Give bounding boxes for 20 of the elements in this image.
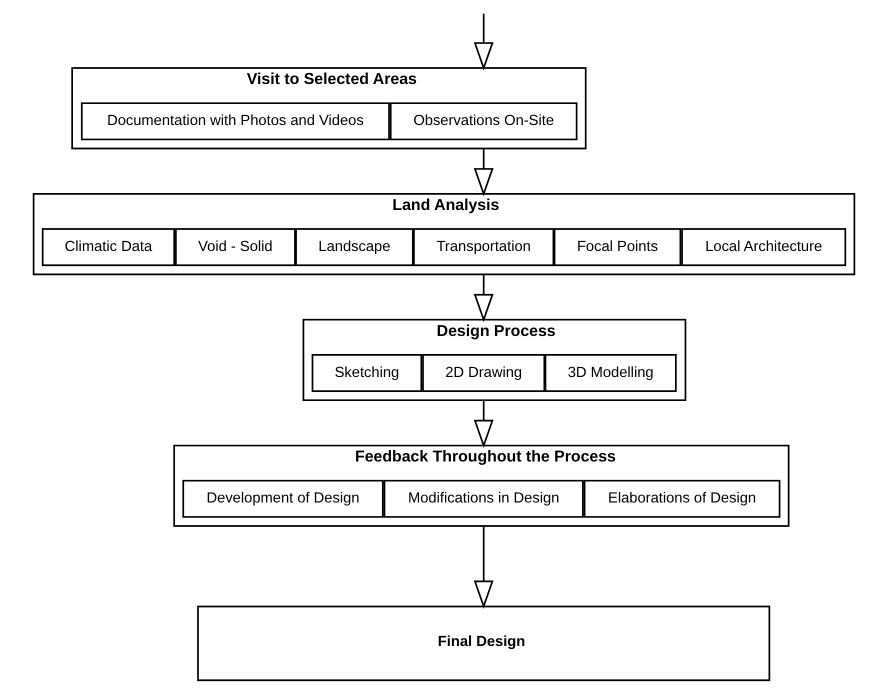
arrow bbox=[473, 400, 494, 448]
node-box: Focal Points bbox=[553, 228, 681, 266]
node-box: Modifications in Design bbox=[383, 480, 584, 518]
arrow bbox=[473, 14, 494, 71]
node-box: Sketching bbox=[311, 354, 422, 392]
node-box: Landscape bbox=[294, 228, 414, 266]
node-box: Documentation with Photos and Videos bbox=[80, 102, 390, 140]
node-box: Transportation bbox=[412, 228, 554, 266]
node-box: Development of Design bbox=[182, 480, 384, 518]
node-box: Observations On-Site bbox=[389, 102, 577, 140]
node-box: Final Design bbox=[196, 606, 770, 682]
arrow bbox=[473, 526, 494, 609]
node-box: 2D Drawing bbox=[422, 354, 545, 392]
node-box: Void - Solid bbox=[174, 228, 296, 266]
node-box: Local Architecture bbox=[680, 228, 846, 266]
arrow bbox=[473, 148, 494, 196]
node-box: Climatic Data bbox=[41, 228, 175, 266]
node-box: Elaborations of Design bbox=[583, 480, 780, 518]
arrow bbox=[473, 274, 494, 322]
node-box: 3D Modelling bbox=[544, 354, 676, 392]
